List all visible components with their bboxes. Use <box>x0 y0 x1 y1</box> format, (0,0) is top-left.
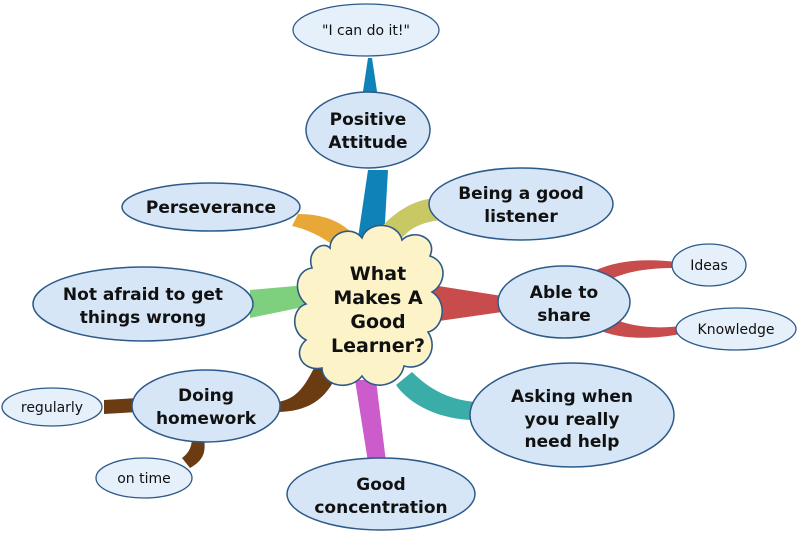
label-not-afraid-line-2: things wrong <box>80 308 206 328</box>
connector-concentration <box>355 380 386 462</box>
connector-knowledge <box>590 312 680 338</box>
branch-homework: Doing homework <box>131 369 281 443</box>
bubble-concentration <box>286 457 476 531</box>
connector-asking <box>396 372 476 420</box>
branch-concentration: Good concentration <box>286 457 476 531</box>
label-listener-line-1: Being a good <box>458 184 584 204</box>
bubble-share <box>497 265 631 339</box>
label-positive-attitude-line-1: Positive <box>330 110 407 130</box>
center-cloud-shape <box>293 224 444 386</box>
subnode-regularly: regularly <box>1 387 103 427</box>
bubble-perseverance <box>121 182 301 232</box>
label-positive-attitude-line-2: Attitude <box>328 133 407 153</box>
label-concentration-line-2: concentration <box>314 498 447 518</box>
branch-not-afraid: Not afraid to get things wrong <box>32 266 254 342</box>
label-ideas: Ideas <box>690 258 728 274</box>
connector-on-time <box>182 436 205 468</box>
center-node: What Makes A Good Learner? <box>293 224 444 386</box>
branch-perseverance: Perseverance <box>121 182 301 232</box>
label-asking-line-3: need help <box>525 432 620 452</box>
label-homework-line-2: homework <box>156 409 257 429</box>
label-homework-line-1: Doing <box>178 386 234 406</box>
label-share-line-1: Able to <box>530 283 598 303</box>
center-title-line-1: What <box>350 263 406 285</box>
branch-listener: Being a good listener <box>428 167 614 241</box>
label-asking-line-2: you really <box>525 410 620 430</box>
bubble-homework <box>131 369 281 443</box>
label-listener-line-2: listener <box>484 207 558 227</box>
label-concentration-line-1: Good <box>356 475 405 495</box>
label-asking-line-1: Asking when <box>511 387 633 407</box>
branch-share: Able to share <box>497 265 631 339</box>
label-can-do: "I can do it!" <box>322 23 410 39</box>
connector-positive-attitude <box>358 170 388 240</box>
subnode-ideas: Ideas <box>671 243 747 287</box>
branch-asking: Asking when you really need help <box>469 362 675 468</box>
label-not-afraid-line-1: Not afraid to get <box>63 285 223 305</box>
center-title-line-2: Makes A <box>333 287 423 309</box>
subnode-can-do: "I can do it!" <box>292 3 440 57</box>
bubble-listener <box>428 167 614 241</box>
bubble-asking <box>469 362 675 468</box>
bubble-can-do <box>292 3 440 57</box>
bubble-not-afraid <box>32 266 254 342</box>
branch-positive-attitude: Positive Attitude <box>305 91 431 169</box>
subnode-on-time: on time <box>95 457 193 499</box>
bubble-positive-attitude <box>305 91 431 169</box>
connector-regularly <box>104 398 138 414</box>
connector-share <box>432 285 502 322</box>
subnode-knowledge: Knowledge <box>675 307 797 351</box>
label-perseverance: Perseverance <box>146 198 276 218</box>
label-knowledge: Knowledge <box>698 322 775 338</box>
connector-can-do <box>362 58 378 98</box>
label-regularly: regularly <box>21 400 83 416</box>
center-title-line-3: Good <box>350 311 405 333</box>
bubble-knowledge <box>675 307 797 351</box>
center-title-line-4: Learner? <box>331 335 425 357</box>
bubble-ideas <box>671 243 747 287</box>
bubble-on-time <box>95 457 193 499</box>
label-share-line-2: share <box>537 306 591 326</box>
label-on-time: on time <box>117 471 171 487</box>
bubble-regularly <box>1 387 103 427</box>
